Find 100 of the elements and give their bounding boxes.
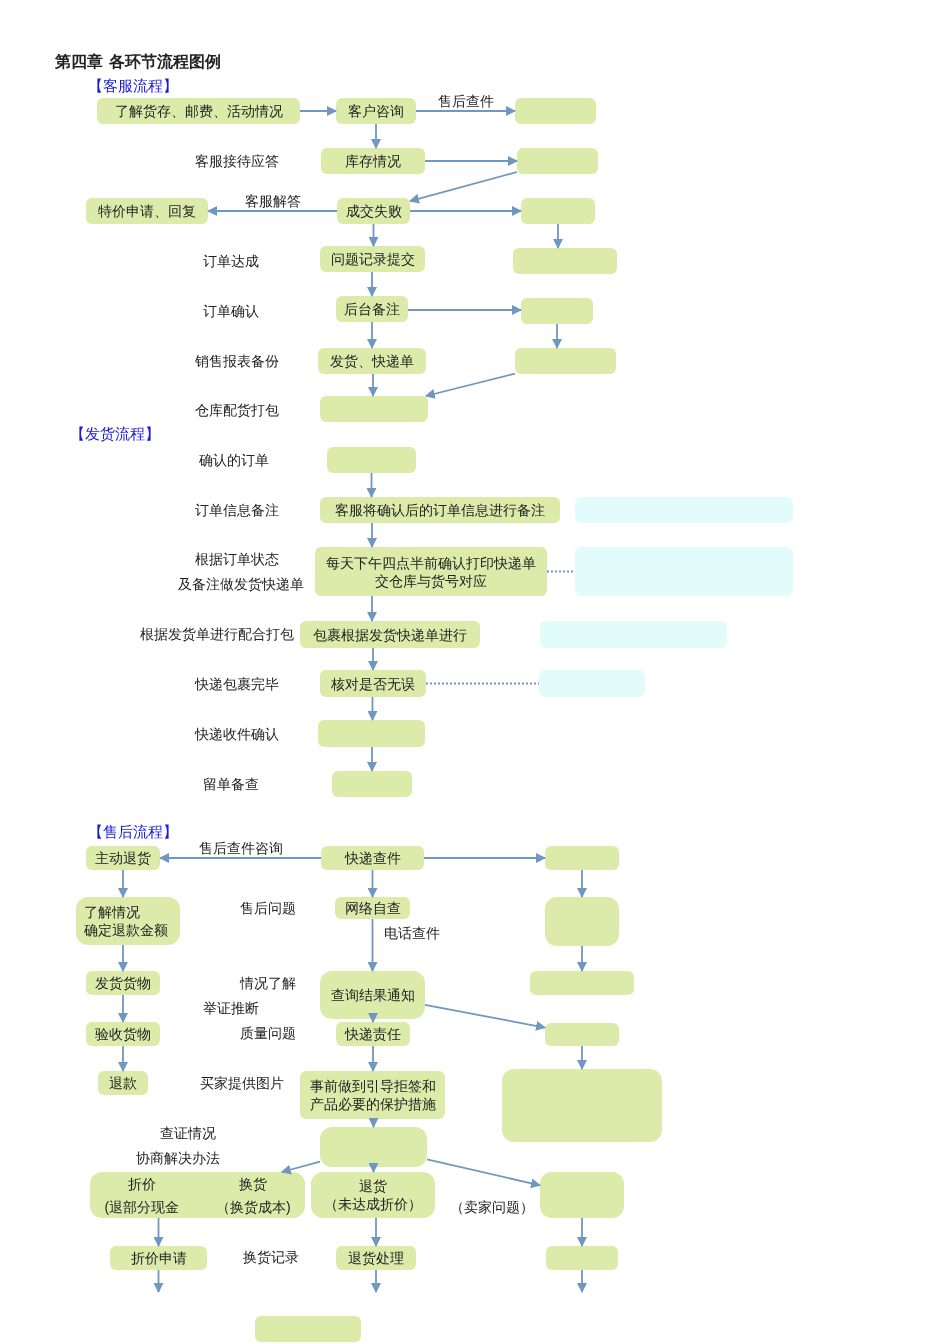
arrow bbox=[118, 1045, 128, 1072]
step-label: 订单达成 bbox=[203, 252, 259, 271]
arrow bbox=[423, 853, 546, 863]
process-box bbox=[98, 1071, 148, 1095]
box-text: (退部分现金 bbox=[104, 1197, 180, 1216]
arrow bbox=[553, 223, 563, 249]
connector-line bbox=[546, 570, 576, 573]
process-box bbox=[320, 971, 425, 1019]
arrow bbox=[415, 106, 516, 116]
process-box bbox=[321, 846, 424, 870]
empty-box bbox=[502, 1069, 662, 1142]
box-text: 交仓库与货号对应 bbox=[375, 571, 487, 590]
arrow bbox=[409, 171, 518, 204]
step-label: 订单确认 bbox=[203, 302, 259, 321]
arrow bbox=[368, 373, 378, 397]
empty-box bbox=[545, 897, 619, 946]
step-label: 快递收件确认 bbox=[195, 725, 279, 744]
empty-box bbox=[539, 670, 645, 697]
arrow bbox=[299, 106, 337, 116]
box-text: 客服将确认后的订单信息进行备注 bbox=[335, 501, 545, 519]
arrow bbox=[426, 1158, 541, 1189]
empty-box bbox=[515, 348, 616, 374]
step-label: 销售报表备份 bbox=[195, 352, 279, 371]
step-label: 客服接待应答 bbox=[195, 152, 279, 171]
arrow bbox=[577, 869, 587, 898]
box-text: （未达成折价） bbox=[324, 1195, 422, 1213]
empty-box bbox=[575, 497, 793, 523]
box-text: 快递责任 bbox=[345, 1025, 401, 1043]
empty-box bbox=[513, 248, 617, 274]
empty-box bbox=[515, 98, 596, 124]
process-box bbox=[300, 621, 480, 648]
step-label: 订单信息备注 bbox=[195, 501, 279, 520]
arrow bbox=[371, 1217, 381, 1247]
connector-line bbox=[425, 682, 540, 685]
arrow bbox=[371, 123, 381, 149]
process-box bbox=[318, 348, 426, 374]
box-text: 事前做到引导拒签和产品必要的保护措施 bbox=[308, 1077, 437, 1113]
process-box bbox=[86, 846, 160, 870]
step-label: 情况了解 bbox=[240, 974, 296, 993]
box-text: 主动退货 bbox=[95, 849, 151, 867]
step-label: 及备注做发货快递单 bbox=[178, 575, 304, 594]
arrow bbox=[153, 1217, 164, 1247]
empty-box bbox=[255, 1316, 361, 1342]
process-box bbox=[336, 1022, 410, 1046]
empty-box bbox=[575, 547, 793, 596]
arrow bbox=[159, 853, 322, 863]
arrow bbox=[424, 156, 518, 166]
box-text: 客户咨询 bbox=[348, 102, 404, 120]
arrow bbox=[424, 1004, 546, 1031]
arrow bbox=[368, 223, 379, 247]
step-label: 留单备查 bbox=[203, 775, 259, 794]
step-label: 确认的订单 bbox=[199, 451, 269, 470]
step-label: 查证情况 bbox=[160, 1124, 216, 1143]
step-label: 举证推断 bbox=[203, 999, 259, 1018]
arrow bbox=[367, 271, 377, 297]
box-text: 问题记录提交 bbox=[330, 250, 415, 268]
process-box bbox=[110, 1246, 207, 1270]
box-text: 折价申请 bbox=[130, 1249, 187, 1267]
arrow bbox=[280, 1160, 321, 1175]
side-note: （卖家问题） bbox=[449, 1198, 534, 1216]
box-text: 退货 bbox=[359, 1177, 387, 1195]
box-text: 确定退款金额 bbox=[84, 921, 168, 939]
box-text: 折价 bbox=[127, 1174, 156, 1193]
process-box bbox=[97, 98, 300, 124]
box-text: 发货、快递单 bbox=[330, 352, 414, 370]
arrow bbox=[424, 372, 516, 399]
empty-box bbox=[545, 1023, 619, 1046]
empty-box bbox=[320, 1127, 427, 1167]
empty-box bbox=[540, 621, 727, 648]
box-text: 特价申请、回复 bbox=[98, 202, 196, 220]
box-text: 了解情况 bbox=[84, 903, 140, 921]
process-box bbox=[336, 296, 408, 322]
arrow bbox=[367, 869, 378, 898]
box-text: 查询结果通知 bbox=[330, 986, 415, 1004]
step-label: 质量问题 bbox=[240, 1024, 296, 1043]
box-text: 退款 bbox=[109, 1074, 137, 1092]
empty-box bbox=[521, 198, 595, 224]
step-label: 根据订单状态 bbox=[195, 550, 279, 569]
arrow bbox=[368, 1163, 379, 1173]
box-text: 了解货存、邮费、活动情况 bbox=[114, 102, 283, 120]
box-text: 发货货物 bbox=[95, 974, 151, 992]
process-box bbox=[336, 98, 416, 124]
box-text: 库存情况 bbox=[345, 152, 401, 170]
box-text: （换货成本) bbox=[215, 1197, 291, 1216]
box-text: 包裹根据发货快递单进行 bbox=[313, 625, 467, 644]
empty-box bbox=[521, 298, 593, 324]
process-box bbox=[315, 547, 547, 596]
box-text: 后台备注 bbox=[344, 300, 400, 318]
step-label: 快递包裹完毕 bbox=[195, 675, 279, 694]
process-box bbox=[336, 1246, 416, 1270]
arrow bbox=[371, 1269, 381, 1293]
empty-box bbox=[517, 148, 598, 174]
arrow bbox=[368, 647, 378, 671]
empty-box bbox=[327, 447, 416, 473]
empty-box bbox=[332, 771, 412, 797]
process-box bbox=[311, 1172, 435, 1218]
section-heading: 【客服流程】 bbox=[88, 76, 178, 96]
arrow bbox=[577, 1269, 587, 1293]
step-label: 电话查件 bbox=[384, 924, 440, 943]
arrow bbox=[577, 1045, 587, 1070]
